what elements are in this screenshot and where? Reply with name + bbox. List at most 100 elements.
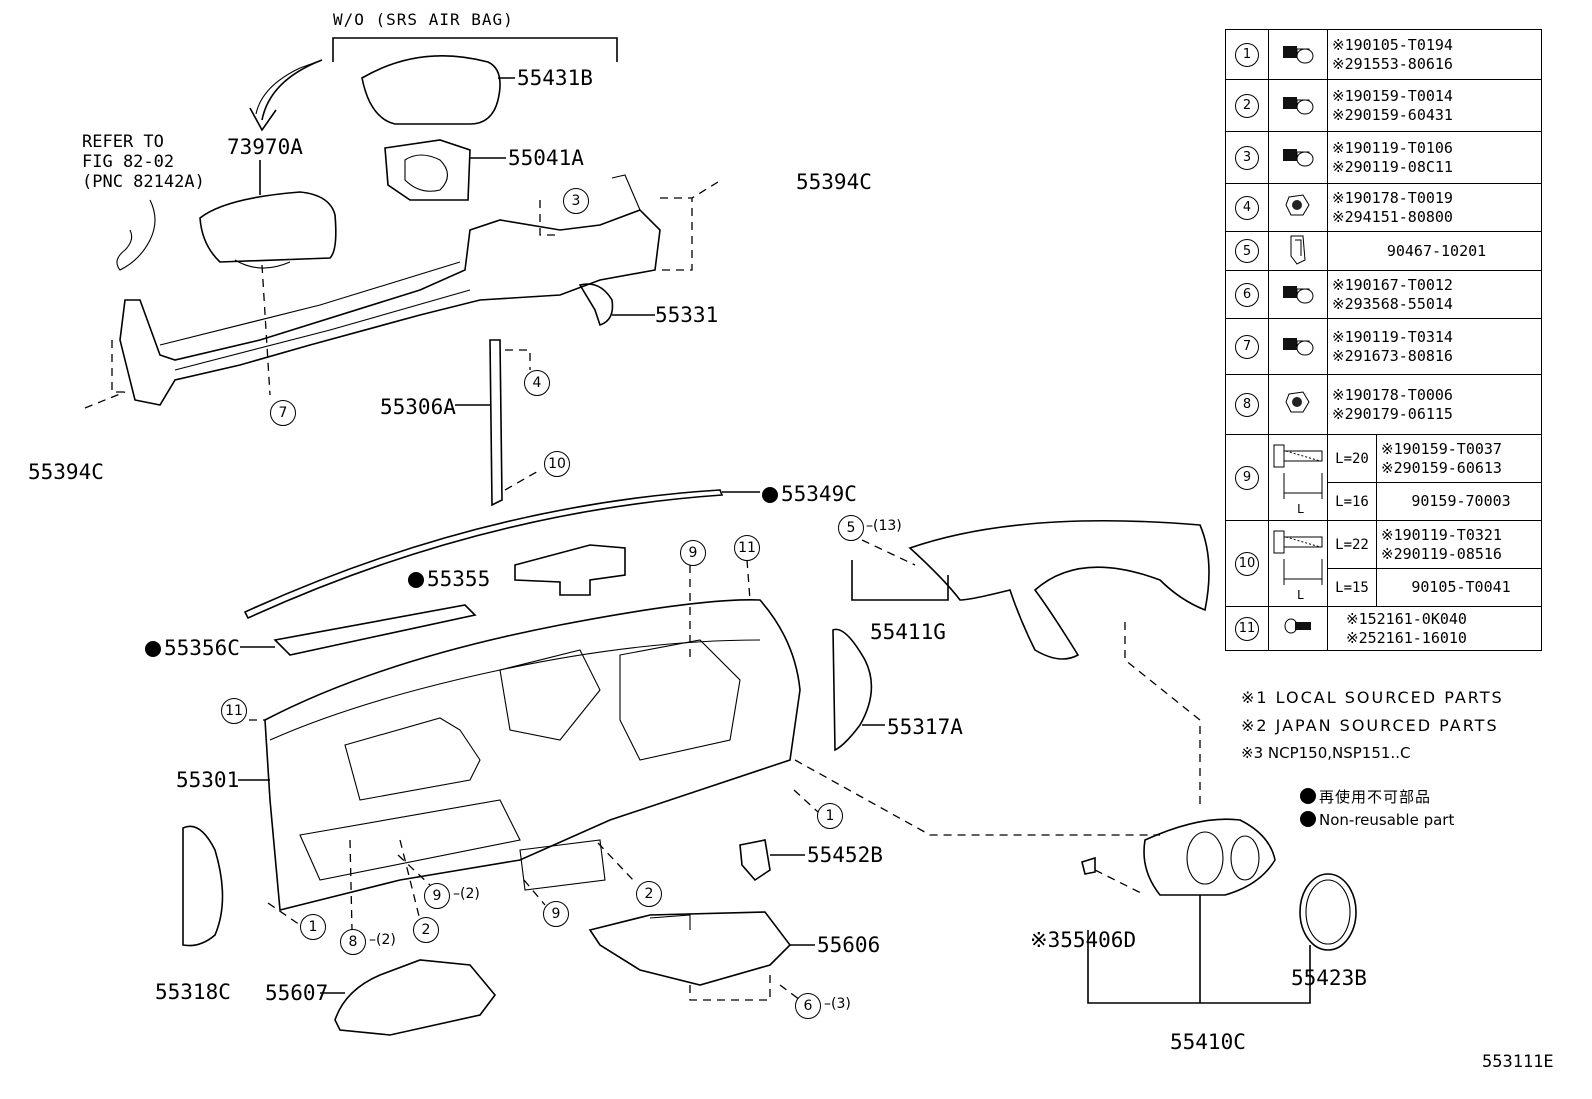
part-label-55349C-text: 55349C bbox=[781, 482, 857, 506]
part-number-local: ※152161-0K040 bbox=[1346, 609, 1467, 628]
clip-icon bbox=[1281, 235, 1315, 270]
part-number-local: ※190119-T0314 bbox=[1332, 327, 1453, 346]
part-label-55356C-text: 55356C bbox=[164, 636, 240, 660]
long-bolt-icon bbox=[1270, 530, 1326, 603]
callout-9-low[interactable]: 9 bbox=[543, 901, 569, 927]
parts-table-row[interactable]: 7※190119-T0314※291673-80816 bbox=[1225, 318, 1542, 375]
callout-8[interactable]: 8 bbox=[340, 929, 366, 955]
callout-5-qty-text: (13) bbox=[873, 518, 902, 534]
table-callout-8: 8 bbox=[1235, 392, 1259, 417]
callout-9-mid[interactable]: 9 bbox=[424, 883, 450, 909]
refer-line-3: (PNC 82142A) bbox=[82, 172, 205, 192]
part-number-local: ※190119-T0321 bbox=[1381, 525, 1502, 544]
part-number-japan: ※290119-08C11 bbox=[1332, 157, 1453, 176]
part-number-japan: ※290179-06115 bbox=[1332, 404, 1453, 423]
refer-line-2: FIG 82-02 bbox=[82, 152, 175, 172]
part-label-55306A[interactable]: 55306A bbox=[380, 395, 456, 419]
table-callout-2: 2 bbox=[1235, 93, 1259, 118]
bolt-length: L=15 bbox=[1335, 579, 1369, 596]
part-label-55331[interactable]: 55331 bbox=[655, 303, 719, 327]
legend-non-reusable-en-text: Non-reusable part bbox=[1319, 811, 1455, 829]
part-label-55607[interactable]: 55607 bbox=[265, 981, 329, 1005]
part-label-55349C[interactable]: 55349C bbox=[762, 482, 857, 506]
part-label-55394C-left[interactable]: 55394C bbox=[28, 460, 104, 484]
refer-line-1: REFER TO bbox=[82, 132, 164, 152]
parts-table-row[interactable]: L=16 90159-70003 bbox=[1226, 482, 1542, 521]
flange-bolt-icon bbox=[1281, 285, 1315, 312]
table-callout-10: 10 bbox=[1235, 551, 1259, 576]
part-number-local: ※190159-T0037 bbox=[1381, 439, 1502, 458]
callout-6[interactable]: 6 bbox=[795, 993, 821, 1019]
parts-table-row[interactable]: 3※190119-T0106※290119-08C11 bbox=[1225, 131, 1542, 184]
non-reusable-dot-icon bbox=[408, 572, 424, 588]
flange-bolt-icon bbox=[1281, 148, 1315, 175]
part-number-local: ※190178-T0006 bbox=[1332, 385, 1453, 404]
part-label-55406D[interactable]: ※355406D bbox=[1030, 928, 1137, 952]
callout-6-qty: –(3) bbox=[824, 996, 851, 1012]
length-dimension: L bbox=[1297, 502, 1305, 516]
legend-local-sourced: ※1 LOCAL SOURCED PARTS bbox=[1241, 688, 1504, 707]
callout-7[interactable]: 7 bbox=[270, 400, 296, 426]
parts-table-row[interactable]: 4※190178-T0019※294151-80800 bbox=[1225, 183, 1542, 232]
part-label-55423B[interactable]: 55423B bbox=[1291, 966, 1367, 990]
callout-2-right[interactable]: 2 bbox=[636, 881, 662, 907]
table-callout-4: 4 bbox=[1235, 195, 1259, 220]
long-bolt-icon bbox=[1270, 444, 1326, 517]
part-number-japan: ※291553-80616 bbox=[1332, 54, 1453, 73]
part-label-55355-text: 55355 bbox=[427, 567, 491, 591]
part-label-55318C[interactable]: 55318C bbox=[155, 980, 231, 1004]
part-number-local: 90159-70003 bbox=[1411, 492, 1511, 510]
callout-11-top[interactable]: 11 bbox=[734, 535, 760, 561]
table-callout-6: 6 bbox=[1235, 282, 1259, 307]
part-label-55394C-top[interactable]: 55394C bbox=[796, 170, 872, 194]
callout-5-qty: –(13) bbox=[866, 518, 902, 534]
bolt-length: L=20 bbox=[1335, 450, 1369, 467]
callout-1-left[interactable]: 1 bbox=[300, 914, 326, 940]
callout-2-left[interactable]: 2 bbox=[413, 917, 439, 943]
callout-1-right[interactable]: 1 bbox=[817, 803, 843, 829]
non-reusable-dot-icon bbox=[762, 487, 778, 503]
table-callout-11: 11 bbox=[1235, 616, 1259, 641]
parts-table-row[interactable]: 11 ※152161-0K040※252161-16010 bbox=[1225, 606, 1542, 651]
non-reusable-dot-icon bbox=[145, 641, 161, 657]
legend-non-reusable-en: Non-reusable part bbox=[1300, 811, 1454, 829]
part-label-55606[interactable]: 55606 bbox=[817, 933, 881, 957]
part-number-japan: ※291673-80816 bbox=[1332, 346, 1453, 365]
callout-10[interactable]: 10 bbox=[544, 451, 570, 477]
part-number-japan: ※290159-60613 bbox=[1381, 458, 1502, 477]
part-label-55041A[interactable]: 55041A bbox=[508, 146, 584, 170]
part-number-local: 90467-10201 bbox=[1386, 241, 1487, 260]
callout-3[interactable]: 3 bbox=[563, 188, 589, 214]
callout-5[interactable]: 5 bbox=[838, 515, 864, 541]
without-airbag-note: W/O (SRS AIR BAG) bbox=[333, 10, 514, 29]
parts-table-row[interactable]: 2※190159-T0014※290159-60431 bbox=[1225, 79, 1542, 132]
part-label-55452B[interactable]: 55452B bbox=[807, 843, 883, 867]
callout-9-top[interactable]: 9 bbox=[680, 540, 706, 566]
part-label-73970A[interactable]: 73970A bbox=[227, 135, 303, 159]
part-number-japan: ※252161-16010 bbox=[1346, 628, 1467, 647]
nut-icon bbox=[1281, 390, 1315, 422]
legend-model-note: ※3 NCP150,NSP151..C bbox=[1241, 744, 1411, 762]
part-label-55317A[interactable]: 55317A bbox=[887, 715, 963, 739]
callout-11-left[interactable]: 11 bbox=[221, 698, 247, 724]
callout-9-mid-qty: –(2) bbox=[453, 886, 480, 902]
part-label-55301[interactable]: 55301 bbox=[176, 768, 240, 792]
callout-4[interactable]: 4 bbox=[524, 370, 550, 396]
part-number-local: ※190178-T0019 bbox=[1332, 188, 1453, 207]
part-label-55410C[interactable]: 55410C bbox=[1170, 1030, 1246, 1054]
parts-table-row[interactable]: 1※190105-T0194※291553-80616 bbox=[1225, 29, 1542, 80]
part-label-55431B[interactable]: 55431B bbox=[517, 66, 593, 90]
bolt-length: L=16 bbox=[1335, 493, 1369, 510]
parts-table-row[interactable]: 8 ※190178-T0006※290179-06115 bbox=[1225, 374, 1542, 435]
part-label-55356C[interactable]: 55356C bbox=[145, 636, 240, 660]
callout-6-qty-text: (3) bbox=[831, 996, 851, 1012]
part-number-japan: ※290119-08516 bbox=[1381, 544, 1502, 563]
parts-table-row[interactable]: 6※190167-T0012※293568-55014 bbox=[1225, 270, 1542, 319]
part-label-55411G[interactable]: 55411G bbox=[870, 620, 946, 644]
part-label-55355[interactable]: 55355 bbox=[408, 567, 490, 591]
bolt-length: L=22 bbox=[1335, 536, 1369, 553]
